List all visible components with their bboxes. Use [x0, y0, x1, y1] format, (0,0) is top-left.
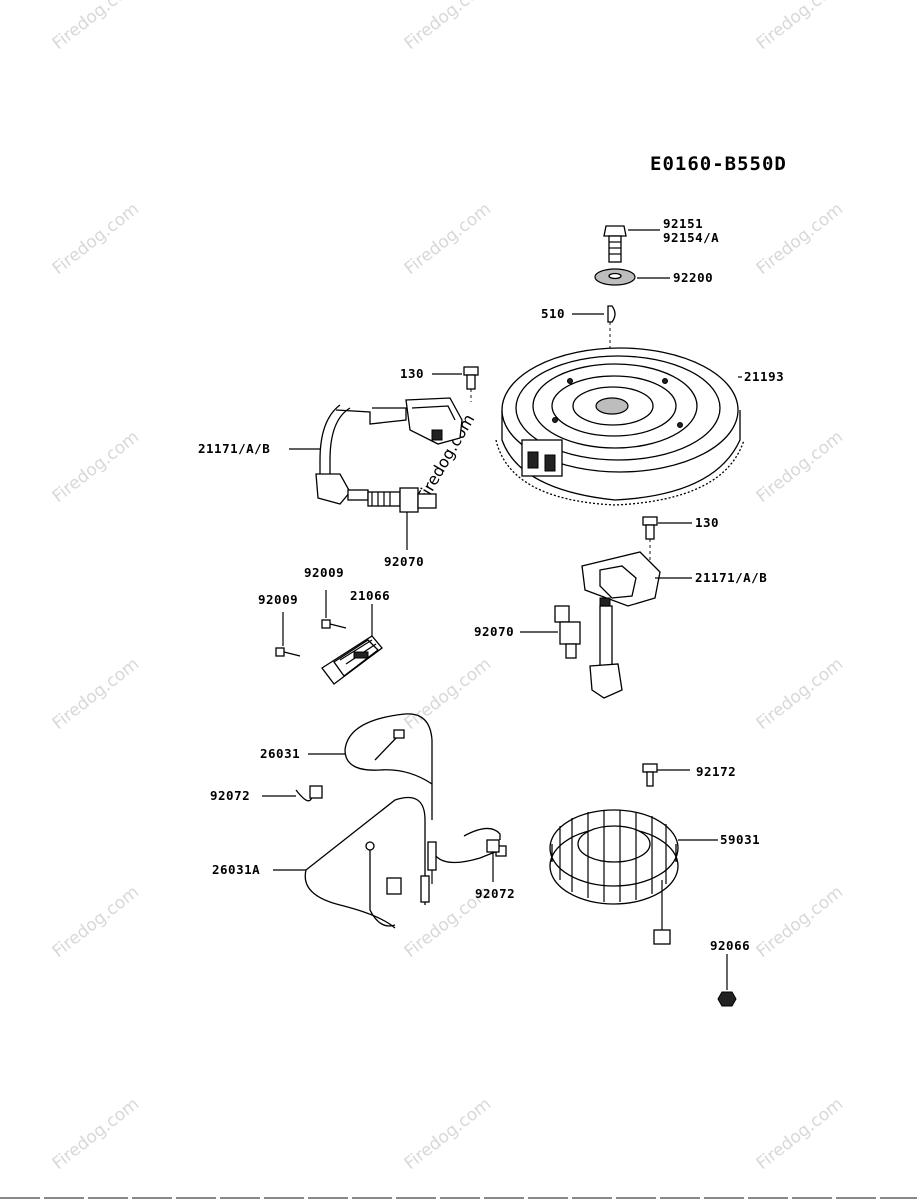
svg-text:Firedog.com: Firedog.com [753, 427, 847, 507]
callout-92070-right: 92070 [474, 624, 514, 639]
watermark: Firedog.com [753, 1094, 847, 1174]
svg-text:Firedog.com: Firedog.com [49, 1094, 143, 1174]
part-screws-92009 [275, 590, 347, 657]
svg-text:Firedog.com: Firedog.com [753, 0, 847, 54]
svg-text:Firedog.com: Firedog.com [753, 199, 847, 279]
watermark: Firedog.com [753, 427, 847, 507]
part-harness-26031 [308, 713, 507, 884]
watermark: Firedog.com [753, 654, 847, 734]
svg-text:Firedog.com: Firedog.com [49, 0, 143, 54]
callout-21193: 21193 [744, 369, 784, 384]
part-screw-92172 [642, 763, 690, 787]
part-nut-92066 [717, 954, 737, 1007]
part-screw-130-right [642, 516, 692, 560]
part-stator-59031 [549, 809, 718, 945]
svg-text:Firedog.com: Firedog.com [401, 654, 495, 734]
watermark: Firedog.com [49, 427, 143, 507]
part-spark-plug-left [347, 487, 437, 550]
callout-130-top: 130 [400, 366, 424, 381]
callout-21171-right: 21171/A/B [695, 570, 767, 585]
watermark: Firedog.com [49, 0, 143, 54]
callout-92009-top: 92009 [304, 565, 344, 580]
watermark: Firedog.com [753, 882, 847, 962]
callout-26031A: 26031A [212, 862, 260, 877]
watermark: Firedog.com [753, 199, 847, 279]
svg-text:Firedog.com: Firedog.com [49, 882, 143, 962]
watermark: Firedog.com [401, 0, 495, 54]
part-connector-92072-left [262, 785, 323, 802]
callout-92009-left: 92009 [258, 592, 298, 607]
part-harness-26031A [273, 796, 430, 929]
callout-510: 510 [541, 306, 565, 321]
svg-text:Firedog.com: Firedog.com [49, 427, 143, 507]
callout-92072-bottom: 92072 [475, 886, 515, 901]
part-washer-92200 [594, 268, 670, 286]
callout-130-right: 130 [695, 515, 719, 530]
part-screw-130-top [432, 366, 479, 402]
part-ignition-coil-right [581, 551, 692, 699]
callout-59031: 59031 [720, 832, 760, 847]
watermark: Firedog.com [753, 0, 847, 54]
svg-text:Firedog.com: Firedog.com [753, 882, 847, 962]
svg-text:Firedog.com: Firedog.com [49, 654, 143, 734]
callout-92070-left: 92070 [384, 554, 424, 569]
watermark: Firedog.com [49, 654, 143, 734]
svg-text:Firedog.com: Firedog.com [401, 0, 495, 54]
callout-92066: 92066 [710, 938, 750, 953]
callout-92072-left: 92072 [210, 788, 250, 803]
svg-text:Firedog.com: Firedog.com [49, 199, 143, 279]
watermark: Firedog.com [401, 1094, 495, 1174]
callout-26031: 26031 [260, 746, 300, 761]
part-ignition-coil-left [289, 397, 463, 505]
callout-21171-left: 21171/A/B [198, 441, 270, 456]
part-bolt-92151 [603, 225, 660, 263]
svg-text:Firedog.com: Firedog.com [401, 1094, 495, 1174]
callout-92154A: 92154/A [663, 230, 719, 245]
callout-21066: 21066 [350, 588, 390, 603]
callout-92151: 92151 [663, 216, 703, 231]
watermark: Firedog.com [401, 199, 495, 279]
part-regulator-21066 [321, 604, 383, 685]
callout-92200: 92200 [673, 270, 713, 285]
svg-text:Firedog.com: Firedog.com [753, 1094, 847, 1174]
callout-92172: 92172 [696, 764, 736, 779]
watermark: Firedog.com [401, 654, 495, 734]
part-key-510 [572, 305, 616, 405]
watermark: Firedog.com [49, 1094, 143, 1174]
diagram-code: E0160-B550D [650, 153, 787, 175]
watermark: Firedog.com [49, 882, 143, 962]
part-connector-92072-bottom [463, 827, 501, 882]
part-flywheel-21193 [495, 347, 745, 506]
watermark: Firedog.com [49, 199, 143, 279]
part-spark-plug-right [520, 605, 581, 659]
svg-text:Firedog.com: Firedog.com [401, 199, 495, 279]
svg-text:Firedog.com: Firedog.com [753, 654, 847, 734]
